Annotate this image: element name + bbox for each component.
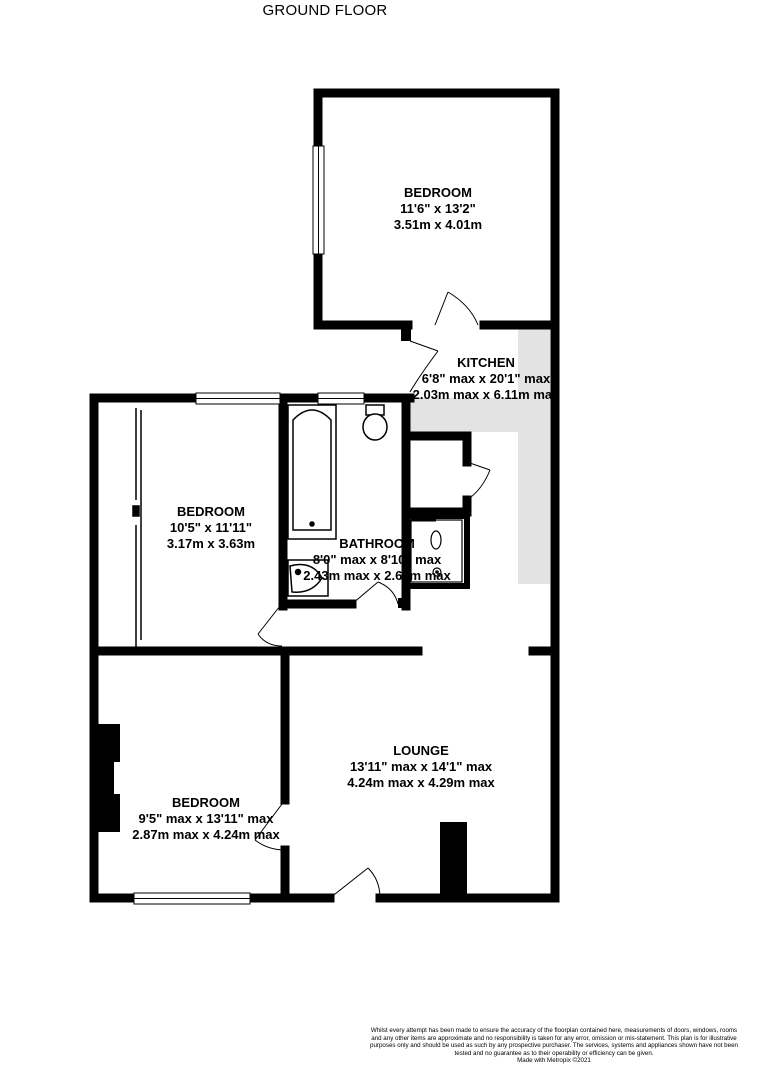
- room-imperial: 8'0" max x 8'10" max: [312, 552, 442, 567]
- bath: [287, 404, 337, 540]
- door-bathroom: [351, 581, 399, 605]
- door-bedroom-bottom: [254, 799, 286, 851]
- label-bedroom-middle: BEDROOM 10'5" x 11'11" 3.17m x 3.63m: [167, 504, 255, 552]
- door-lounge-front: [329, 867, 381, 899]
- label-bathroom: BATHROOM 8'0" max x 8'10" max 2.43m max …: [303, 536, 450, 584]
- room-name: BEDROOM: [172, 795, 240, 810]
- chimney-bedroom-bottom: [98, 724, 120, 832]
- label-kitchen: KITCHEN 6'8" max x 20'1" max 2.03m max x…: [413, 355, 560, 403]
- chimney-lounge: [440, 822, 467, 894]
- metropix-credit: Made with Metropix ©2021: [517, 1057, 591, 1064]
- chimney-breasts: [98, 724, 467, 894]
- label-bedroom-top: BEDROOM 11'6" x 13'2" 3.51m x 4.01m: [394, 185, 482, 233]
- room-imperial: 6'8" max x 20'1" max: [421, 371, 551, 386]
- shower-tray: [410, 518, 463, 583]
- room-metric: 2.87m max x 4.24m max: [132, 827, 280, 842]
- kitchen-worktops: [408, 326, 550, 584]
- door-cupboard: [466, 461, 491, 501]
- room-name: BEDROOM: [404, 185, 472, 200]
- room-metric: 4.24m max x 4.29m max: [347, 775, 495, 790]
- room-imperial: 10'5" x 11'11": [169, 520, 253, 535]
- wall-pillars: [398, 325, 411, 608]
- room-metric: 3.17m x 3.63m: [166, 536, 256, 551]
- room-imperial: 11'6" x 13'2": [400, 201, 476, 216]
- disclaimer-text: Whilst every attempt has been made to en…: [370, 1027, 738, 1057]
- room-name: BATHROOM: [339, 536, 415, 551]
- room-metric: 2.43m max x 2.69m max: [303, 568, 451, 583]
- disclaimer: Whilst every attempt has been made to en…: [368, 1027, 740, 1065]
- room-imperial: 13'11" max x 14'1" max: [349, 759, 493, 774]
- washbasin: [287, 559, 329, 597]
- worktop-top: [408, 398, 518, 432]
- room-metric: 3.51m x 4.01m: [393, 217, 483, 232]
- windows: [133, 145, 365, 905]
- floor-title: GROUND FLOOR: [262, 2, 388, 19]
- wardrobe: [132, 408, 142, 647]
- pillar-bathroom-door: [398, 598, 409, 608]
- label-bedroom-bottom: BEDROOM 9'5" max x 13'11" max 2.87m max …: [132, 795, 279, 843]
- room-imperial: 9'5" max x 13'11" max: [138, 811, 274, 826]
- shower-enclosure: [403, 513, 470, 589]
- room-metric: 2.03m max x 6.11m max: [412, 387, 560, 402]
- room-name: LOUNGE: [393, 743, 449, 758]
- door-kitchen: [409, 340, 439, 393]
- room-name: BEDROOM: [177, 504, 245, 519]
- door-bedroom-middle: [257, 605, 283, 647]
- door-bedroom-top: [434, 291, 479, 326]
- worktop-right: [518, 326, 550, 584]
- label-lounge: LOUNGE 13'11" max x 14'1" max 4.24m max …: [347, 743, 494, 791]
- pillar-kitchen-door: [401, 325, 411, 341]
- room-name: KITCHEN: [457, 355, 515, 370]
- doors: [254, 291, 491, 899]
- toilet: [362, 404, 388, 441]
